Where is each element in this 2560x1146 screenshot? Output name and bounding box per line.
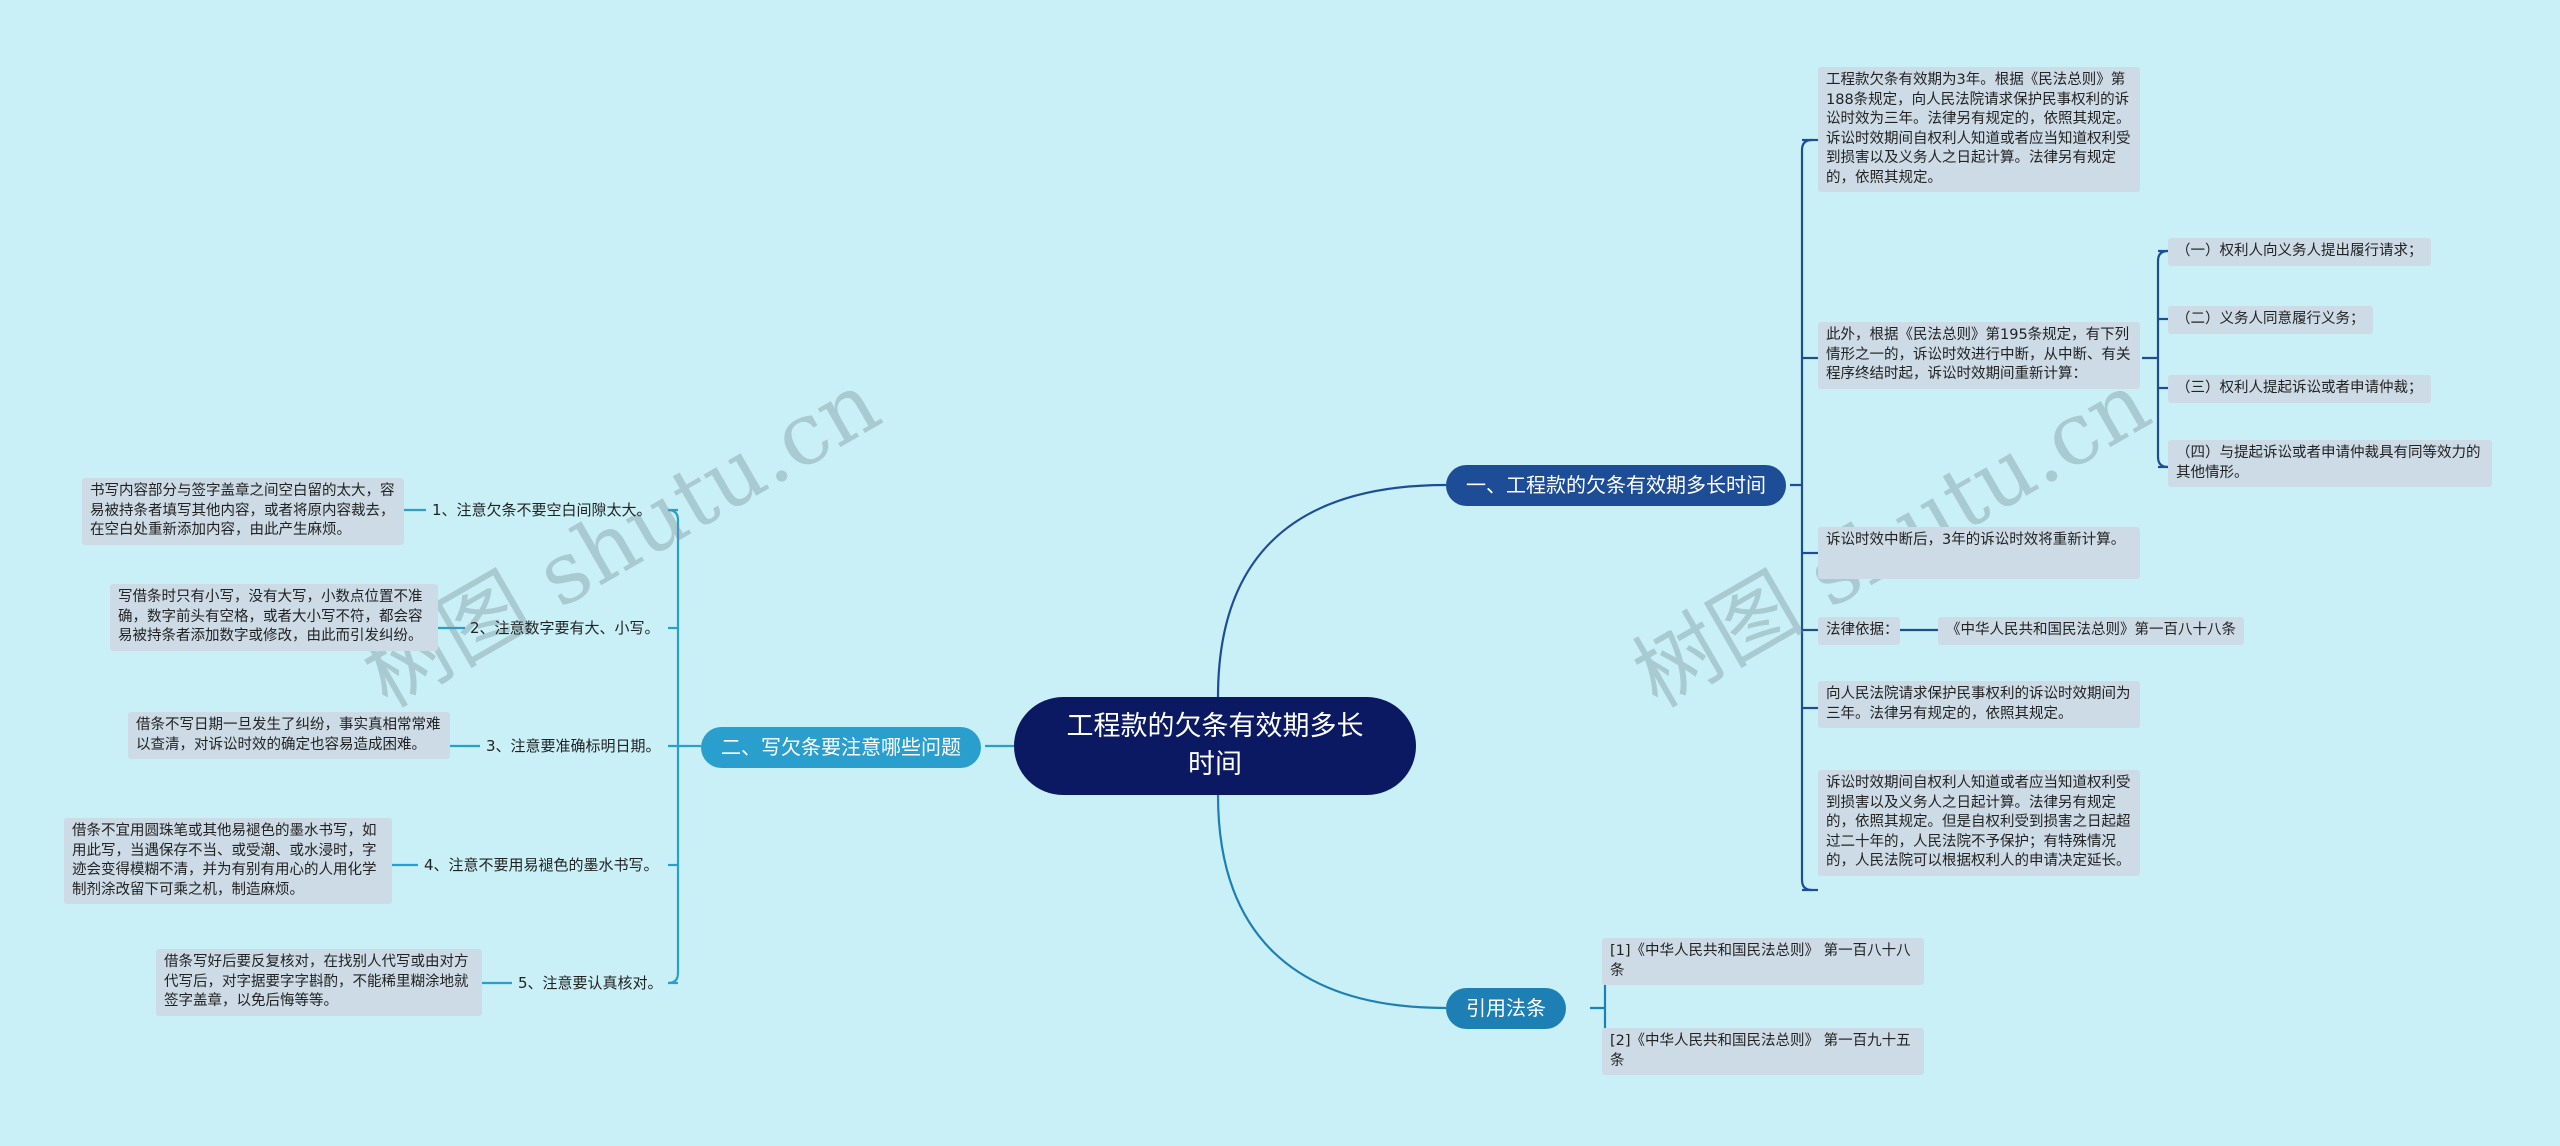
item-detail-2[interactable]: 写借条时只有小写，没有大写，小数点位置不准确，数字前头有空格，或者大小写不符，都…	[110, 584, 438, 651]
branch-validity-period[interactable]: 一、工程款的欠条有效期多长时间	[1446, 465, 1786, 506]
item-label-2[interactable]: 2、注意数字要有大、小写。	[470, 619, 660, 637]
leaf-case-4[interactable]: （四）与提起诉讼或者申请仲裁具有同等效力的其他情形。	[2168, 440, 2492, 487]
item-label-3[interactable]: 3、注意要准确标明日期。	[486, 737, 661, 755]
leaf-case-2[interactable]: （二）义务人同意履行义务；	[2168, 306, 2373, 334]
link-b1-bracket	[1790, 138, 1813, 892]
item-label-4[interactable]: 4、注意不要用易褪色的墨水书写。	[424, 856, 659, 874]
branch-iou-notes[interactable]: 二、写欠条要注意哪些问题	[701, 727, 981, 768]
root-node[interactable]: 工程款的欠条有效期多长时间	[1014, 697, 1416, 795]
item-detail-4[interactable]: 借条不宜用圆珠笔或其他易褪色的墨水书写，如用此写，当遇保存不当、或受潮、或水浸时…	[64, 818, 392, 904]
cited-law-1[interactable]: [1]《中华人民共和国民法总则》 第一百八十八条	[1602, 938, 1924, 985]
branch-cited-laws[interactable]: 引用法条	[1446, 988, 1566, 1029]
item-detail-1[interactable]: 书写内容部分与签字盖章之间空白留的太大，容易被持条者填写其他内容，或者将原内容裁…	[82, 478, 404, 545]
link-n2-bracket	[2142, 249, 2169, 469]
item-label-1[interactable]: 1、注意欠条不要空白间隙太大。	[432, 501, 652, 519]
leaf-three-years-rule[interactable]: 向人民法院请求保护民事权利的诉讼时效期间为三年。法律另有规定的，依照其规定。	[1818, 681, 2140, 728]
leaf-validity-3-years[interactable]: 工程款欠条有效期为3年。根据《民法总则》第188条规定，向人民法院请求保护民事权…	[1818, 67, 2140, 192]
leaf-legal-basis-article[interactable]: 《中华人民共和国民法总则》第一百八十八条	[1938, 617, 2244, 645]
leaf-legal-basis[interactable]: 法律依据：	[1818, 617, 1900, 645]
item-detail-5[interactable]: 借条写好后要反复核对，在找别人代写或由对方代写后，对字据要字字斟酌，不能稀里糊涂…	[156, 949, 482, 1016]
link-root-branch3	[1216, 794, 1447, 1010]
leaf-twenty-years-rule[interactable]: 诉讼时效期间自权利人知道或者应当知道权利受到损害以及义务人之日起计算。法律另有规…	[1818, 770, 2140, 876]
leaf-case-3[interactable]: （三）权利人提起诉讼或者申请仲裁；	[2168, 375, 2431, 403]
leaf-interruption-cases[interactable]: 此外，根据《民法总则》第195条规定，有下列情形之一的，诉讼时效进行中断，从中断…	[1818, 322, 2140, 389]
leaf-case-1[interactable]: （一）权利人向义务人提出履行请求；	[2168, 238, 2431, 266]
cited-law-2[interactable]: [2]《中华人民共和国民法总则》 第一百九十五条	[1602, 1028, 1924, 1075]
link-root-branch1	[1216, 483, 1447, 698]
item-label-5[interactable]: 5、注意要认真核对。	[518, 974, 663, 992]
leaf-restart-count[interactable]: 诉讼时效中断后，3年的诉讼时效将重新计算。	[1818, 527, 2140, 579]
item-detail-3[interactable]: 借条不写日期一旦发生了纠纷，事实真相常常难以查清，对诉讼时效的确定也容易造成困难…	[128, 712, 450, 759]
